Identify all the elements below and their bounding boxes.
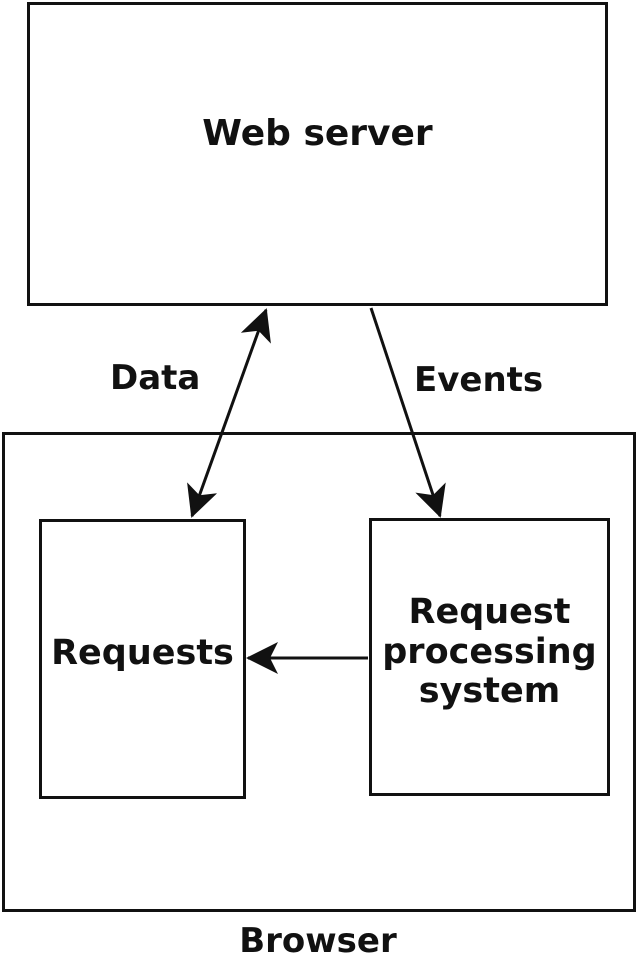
events-arrow — [369, 307, 446, 518]
web-server-box — [27, 2, 608, 306]
requests-label: Requests — [51, 633, 234, 673]
events-edge-label: Events — [414, 360, 544, 400]
request-processing-line-1: Request — [408, 592, 571, 632]
requests-box — [39, 519, 246, 799]
request-processing-line-3: system — [418, 671, 561, 712]
web-server-label: Web server — [202, 113, 433, 154]
browser-label: Browser — [239, 921, 397, 961]
data-edge-label: Data — [110, 358, 201, 398]
request-processing-label: Request processing system — [369, 592, 610, 712]
request-processing-box — [369, 518, 610, 796]
data-arrow — [187, 308, 271, 518]
request-processing-line-2: processing — [382, 631, 597, 672]
